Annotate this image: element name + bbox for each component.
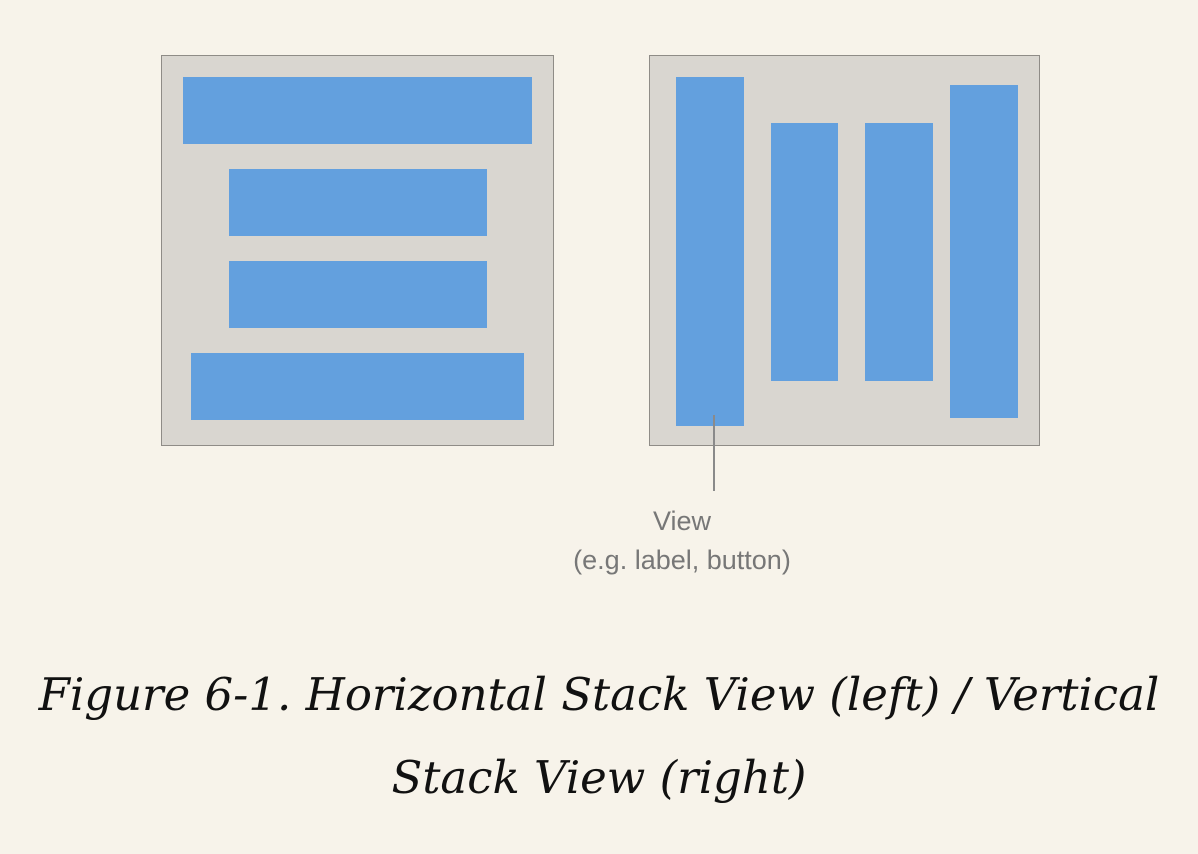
callout-line xyxy=(713,415,715,491)
horizontal-stack-view-panel xyxy=(161,55,554,446)
callout-subtitle: (e.g. label, button) xyxy=(573,545,791,575)
stack-item-view xyxy=(229,261,487,328)
vertical-stack-view-panel xyxy=(649,55,1040,446)
stack-item-view xyxy=(676,77,744,426)
figure-caption-line-2: Stack View (right) xyxy=(391,751,807,804)
callout-title: View xyxy=(652,506,712,536)
stack-item-view xyxy=(771,123,838,381)
stack-item-view xyxy=(229,169,487,236)
stack-item-view xyxy=(191,353,524,420)
stack-item-view xyxy=(183,77,532,144)
figure-caption-line-1: Figure 6-1. Horizontal Stack View (left)… xyxy=(38,668,1160,721)
stack-item-view xyxy=(950,85,1018,418)
stack-item-view xyxy=(865,123,933,381)
